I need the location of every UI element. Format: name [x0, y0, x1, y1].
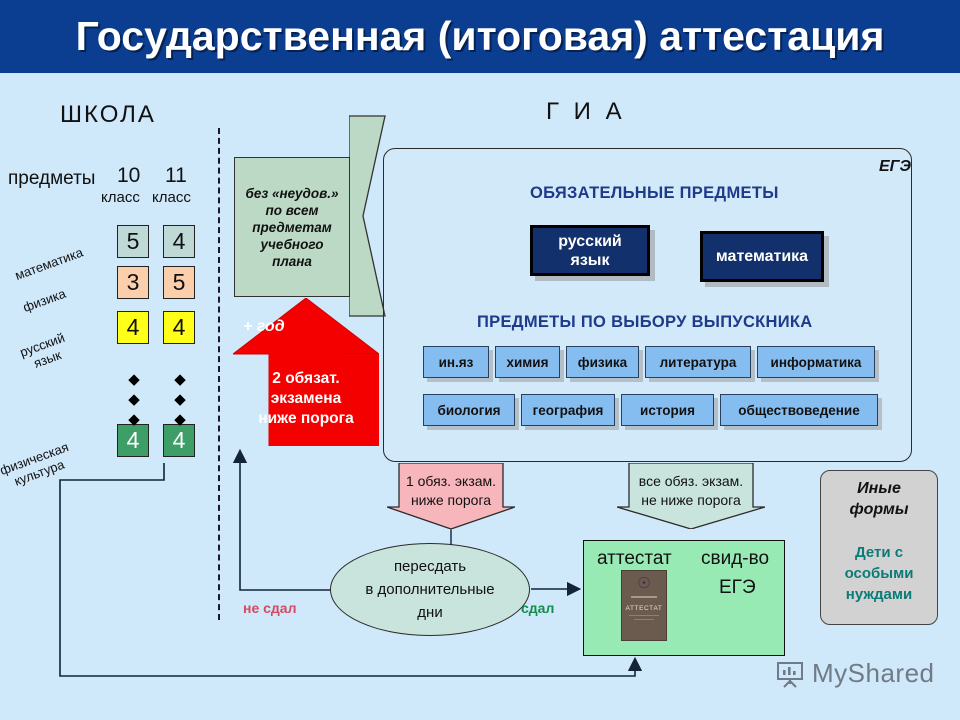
watermark-text: MyShared [812, 658, 935, 688]
result-label-svidvo: свид-во [701, 548, 770, 569]
ellipsis-dots: ◆◆◆ [174, 371, 186, 428]
callout-tail-shape [349, 115, 386, 317]
grade-cell: 4 [163, 311, 195, 344]
grades-header-grade11-sub: класс [152, 189, 191, 206]
certificate-image: ☉ АТТЕСТАТ [621, 570, 667, 641]
elective-subject-box[interactable]: литература [645, 346, 751, 378]
grade-cell: 4 [163, 225, 195, 258]
result-label-attestat: аттестат [597, 548, 672, 569]
grade-cell: 3 [117, 266, 149, 299]
elective-subject-box[interactable]: информатика [757, 346, 875, 378]
other-forms-box [820, 470, 938, 625]
ellipsis-dots: ◆◆◆ [128, 371, 140, 428]
grade-cell: 4 [163, 424, 195, 457]
grade-cell: 4 [117, 311, 149, 344]
elective-subject-box[interactable]: физика [566, 346, 639, 378]
grades-header-subjects: предметы [8, 168, 96, 189]
presentation-board-icon [777, 661, 803, 688]
grade-cell: 5 [163, 266, 195, 299]
flow-box-text: все обяз. экзам.не ниже порога [638, 473, 744, 508]
grades-header-grade11: 11 [165, 164, 187, 187]
eagle-emblem-icon: ☉ [637, 575, 651, 592]
ege-panel-label: ЕГЭ [879, 158, 911, 175]
result-label-ege: ЕГЭ [719, 577, 756, 598]
result-documents-box [583, 540, 785, 656]
required-subject-math[interactable]: математика [700, 231, 824, 282]
red-up-arrow-shape [233, 298, 379, 446]
title-banner: Государственная (итоговая) аттестация [0, 0, 960, 73]
elective-subjects-heading: ПРЕДМЕТЫ ПО ВЫБОРУ ВЫПУСКНИКА [477, 313, 813, 331]
flow-box-one-exam-below-threshold: 1 обяз. экзам.ниже порога [386, 462, 516, 530]
page-title: Государственная (итоговая) аттестация [75, 13, 885, 59]
elective-subject-box[interactable]: биология [423, 394, 515, 426]
required-subjects-heading: ОБЯЗАТЕЛЬНЫЕ ПРЕДМЕТЫ [530, 184, 779, 202]
flow-box-all-exams-above-threshold: все обяз. экзам.не ниже порога [616, 462, 766, 530]
watermark: MyShared [775, 658, 935, 689]
certificate-caption: АТТЕСТАТ [625, 604, 663, 612]
grade-cell: 5 [117, 225, 149, 258]
elective-subject-box[interactable]: ин.яз [423, 346, 489, 378]
elective-subject-box[interactable]: география [521, 394, 615, 426]
school-section-title: ШКОЛА [60, 101, 156, 128]
flow-box-text: 1 обяз. экзам.ниже порога [405, 473, 497, 508]
certificate-rule [629, 614, 659, 616]
grades-header-grade10-sub: класс [101, 189, 140, 206]
section-divider [218, 128, 220, 620]
elective-subject-box[interactable]: химия [495, 346, 560, 378]
certificate-rule [634, 618, 654, 620]
gia-section-title: Г И А [546, 98, 626, 125]
down-arrow-shape [616, 462, 766, 530]
certificate-rule [631, 596, 657, 598]
elective-subject-box[interactable]: обществоведение [720, 394, 878, 426]
edge-label-not-passed: не сдал [243, 600, 297, 616]
red-arrow-plus-year-label: + год [243, 318, 285, 335]
elective-subject-box[interactable]: история [621, 394, 714, 426]
edge-label-passed: сдал [521, 600, 555, 616]
grade-cell: 4 [117, 424, 149, 457]
grades-header-grade10: 10 [117, 164, 141, 187]
down-arrow-shape [386, 462, 516, 530]
